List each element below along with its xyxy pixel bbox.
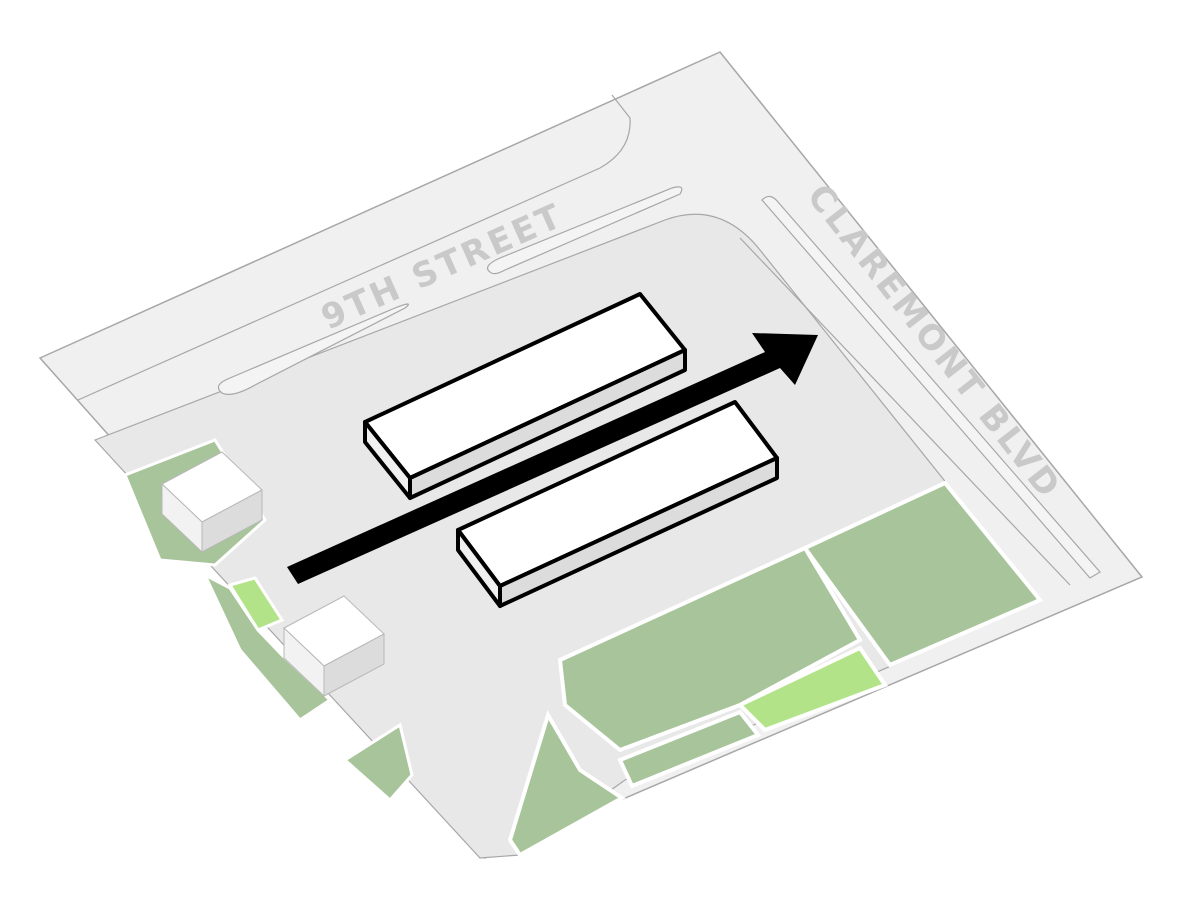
claremont-median [761, 195, 1101, 579]
median-island-west [217, 303, 409, 395]
median-island-east [487, 186, 683, 275]
green-lot-west-4 [342, 722, 414, 803]
neighbor-building-2 [283, 595, 385, 698]
green-lot-south-2 [801, 480, 1044, 668]
neighbor-building-1 [161, 451, 263, 554]
proposed-building-south [456, 400, 779, 608]
arrow-right-icon [287, 333, 818, 584]
proposed-building-north [363, 292, 687, 500]
green-lot-south-5 [507, 710, 626, 858]
green-lot-south-3 [736, 645, 889, 733]
green-lot-south-4 [617, 709, 762, 789]
street-curb-9th [77, 94, 631, 401]
claremont-lane-line [739, 237, 1071, 586]
